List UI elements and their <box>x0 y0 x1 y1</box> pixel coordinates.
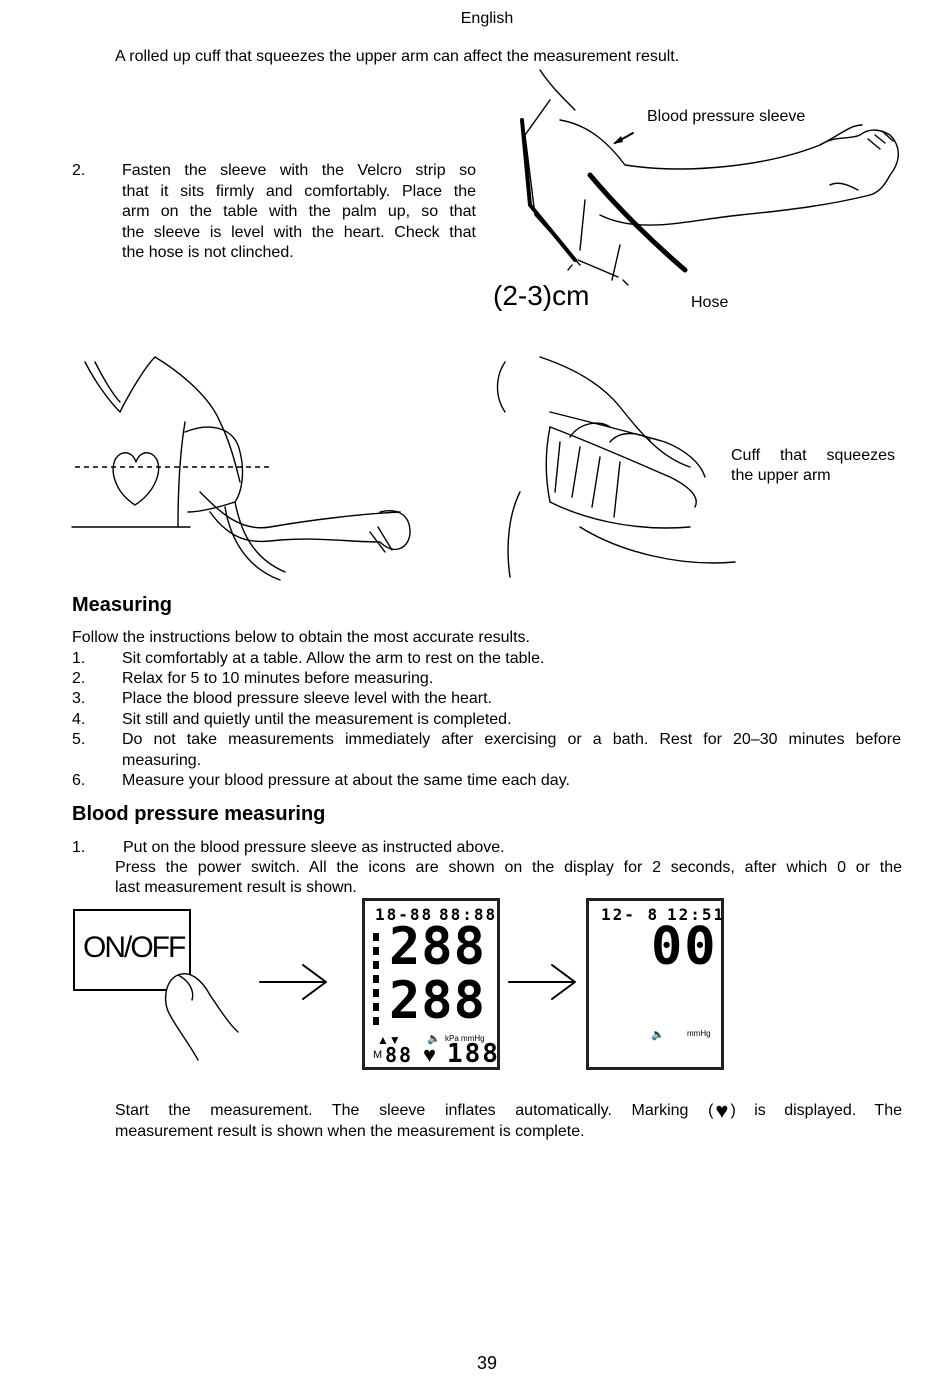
speaker-icon: 🔈 <box>427 1033 441 1045</box>
list-item-number: 3. <box>72 690 86 707</box>
lcd-date: 12- 8 <box>601 905 660 924</box>
gap-label: (2-3)cm <box>493 280 590 311</box>
list-item-number: 6. <box>72 772 86 789</box>
cuff-label-line: Cuff that squeezes <box>731 447 895 464</box>
heart-level-illustration <box>71 356 411 581</box>
cuff-label-line: the upper arm <box>731 467 831 484</box>
step2-line: arm on the table with the palm up, so th… <box>122 203 476 220</box>
start-line: Start the measurement. The sleeve inflat… <box>115 1098 902 1123</box>
bp-step1-line: Put on the blood pressure sleeve as inst… <box>123 839 505 856</box>
start-text-a: Start the measurement. The sleeve inflat… <box>115 1102 714 1119</box>
list-item: Place the blood pressure sleeve level wi… <box>122 690 492 707</box>
heart-icon: ♥ <box>715 1098 729 1123</box>
lcd-diastolic: 288 <box>389 971 486 1031</box>
list-item-number: 4. <box>72 711 86 728</box>
intro-text: A rolled up cuff that squeezes the upper… <box>115 48 680 65</box>
rolled-cuff-illustration <box>496 356 736 578</box>
lcd-time: 88:88 <box>439 905 498 924</box>
lcd-time: 12:51 <box>667 905 726 924</box>
cuff-label: Cuff that squeezes the upper arm <box>731 446 895 486</box>
lcd-systolic: 288 <box>389 917 486 977</box>
lcd-date: 18-88 <box>375 905 434 924</box>
list-item-number: 5. <box>72 731 86 748</box>
measuring-title: Measuring <box>72 594 173 616</box>
bp-step1-number: 1. <box>72 839 86 856</box>
finger-icon <box>164 973 239 1061</box>
lcd-memory-digits: 88 <box>385 1043 414 1067</box>
arrow-right-icon <box>508 964 576 1000</box>
lcd-display-all-icons: 18-88 88:88 288 288 ▲▼ 🔈 kPa mmHg M 88 ♥… <box>362 898 500 1070</box>
list-item: Relax for 5 to 10 minutes before measuri… <box>122 670 434 687</box>
lcd-units: mmHg <box>687 1029 711 1038</box>
step2-text: Fasten the sleeve with the Velcro strip … <box>122 161 476 264</box>
arrow-right-icon <box>259 964 327 1000</box>
step2-line: that it sits firmly and comfortably. Pla… <box>122 182 476 200</box>
list-item: Sit still and quietly until the measurem… <box>122 711 512 728</box>
start-text-b: ) is displayed. The <box>730 1102 902 1119</box>
on-off-button: ON/OFF <box>73 909 191 991</box>
lcd-memory-label: M <box>373 1049 383 1061</box>
measuring-intro: Follow the instructions below to obtain … <box>72 629 530 646</box>
lcd-pulse: 188 <box>447 1039 500 1069</box>
list-item: Measure your blood pressure at about the… <box>122 772 570 789</box>
page-number: 39 <box>476 1353 498 1373</box>
list-item-number: 1. <box>72 650 86 667</box>
on-off-label: ON/OFF <box>83 931 186 964</box>
step2-number: 2. <box>72 162 86 179</box>
lcd-pressure-bar <box>373 933 379 1027</box>
arm-sleeve-illustration <box>520 69 899 286</box>
list-item-number: 2. <box>72 670 86 687</box>
speaker-icon: 🔈 <box>651 1029 665 1041</box>
lcd-up-down-icon: ▲▼ <box>377 1033 401 1047</box>
lcd-display-result: 12- 8 12:51 00 🔈 mmHg <box>586 898 724 1070</box>
heart-icon: ♥ <box>423 1042 437 1067</box>
lcd-value: 00 <box>651 917 718 977</box>
step2-line: the sleeve is level with the heart. Chec… <box>122 223 476 241</box>
bp-step1-line: last measurement result is shown. <box>115 879 357 896</box>
list-item: Do not take measurements immediately aft… <box>122 731 901 748</box>
bp-measuring-title: Blood pressure measuring <box>72 803 326 825</box>
step2-line: the hose is not clinched. <box>122 244 294 261</box>
list-item-continuation: measuring. <box>122 752 202 769</box>
sleeve-label: Blood pressure sleeve <box>647 108 806 125</box>
lcd-units: kPa mmHg <box>445 1034 485 1043</box>
step2-line: Fasten the sleeve with the Velcro strip … <box>122 162 476 179</box>
list-item: Sit comfortably at a table. Allow the ar… <box>122 650 545 667</box>
header-language: English <box>460 10 514 27</box>
bp-step1-line: Press the power switch. All the icons ar… <box>115 859 902 876</box>
start-line: measurement result is shown when the mea… <box>115 1123 585 1140</box>
hose-label: Hose <box>691 294 729 311</box>
